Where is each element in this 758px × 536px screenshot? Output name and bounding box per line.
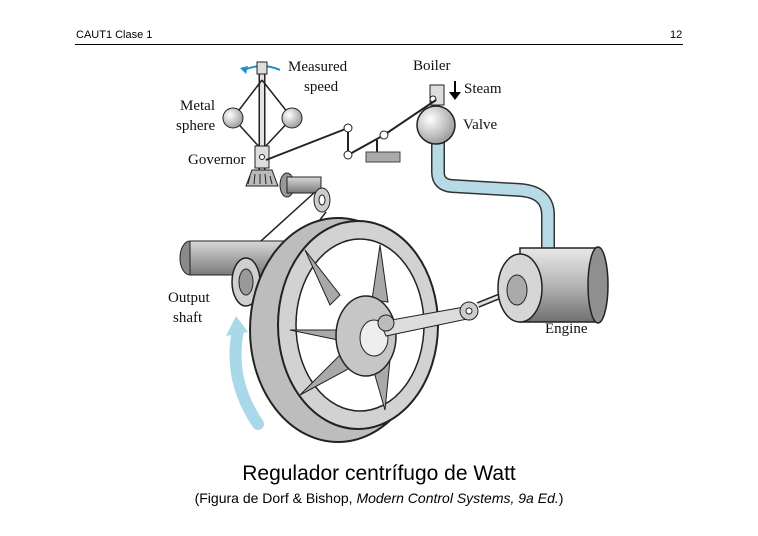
caption-subtitle-suffix: )	[558, 490, 564, 506]
label-metal: Metal	[180, 98, 215, 114]
rotation-arrow-icon	[226, 316, 264, 430]
label-sphere: sphere	[176, 118, 215, 134]
steam-pipe	[431, 133, 555, 265]
engine	[497, 246, 609, 324]
label-speed: speed	[304, 79, 339, 95]
bevel-gear	[245, 169, 279, 187]
governor	[222, 61, 303, 187]
caption-subtitle-prefix: (Figura de Dorf & Bishop,	[194, 490, 357, 506]
label-engine: Engine	[545, 321, 588, 337]
metal-sphere-right	[281, 107, 303, 129]
governor-pulley	[279, 172, 331, 213]
label-boiler: Boiler	[413, 58, 451, 74]
label-steam: Steam	[464, 81, 502, 97]
header-rule	[75, 44, 683, 45]
valve	[416, 84, 456, 145]
linkage	[265, 99, 437, 163]
metal-sphere-left	[222, 107, 244, 129]
header-page-number: 12	[670, 29, 683, 41]
caption-subtitle: (Figura de Dorf & Bishop, Modern Control…	[0, 490, 758, 506]
steam-pipe-inner	[432, 134, 554, 264]
header-course: CAUT1 Clase 1	[76, 29, 153, 41]
steam-arrow-icon	[449, 81, 461, 100]
label-valve: Valve	[463, 117, 497, 133]
label-measured: Measured	[288, 59, 348, 75]
label-shaft: shaft	[173, 310, 203, 326]
label-output: Output	[168, 290, 211, 306]
caption-book-title: Modern Control Systems, 9a Ed.	[356, 490, 559, 506]
flywheel	[249, 217, 439, 443]
label-governor: Governor	[188, 152, 245, 168]
caption-title: Regulador centrífugo de Watt	[242, 462, 516, 485]
